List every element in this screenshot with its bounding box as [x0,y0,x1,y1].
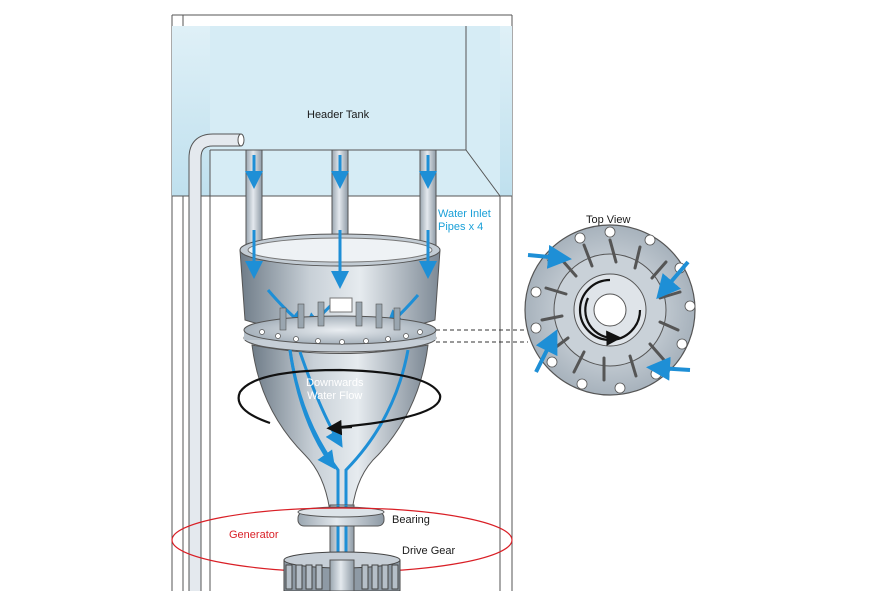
generator-label: Generator [229,529,279,541]
downwards-flow-label: Downwards Water Flow [306,377,363,403]
bearing [297,506,385,527]
header-tank-label: Header Tank [307,109,370,121]
rotation-arrow [237,368,442,436]
top-view-label: Top View [586,214,631,226]
turbine-disc [243,297,437,353]
water-inlet-label-line2: Pipes x 4 [438,221,484,233]
drive-gear [283,551,401,591]
top-view-connectors [436,329,528,343]
overflow-pipe [188,133,245,591]
drive-gear-label: Drive Gear [402,545,456,557]
downwards-flow-label-line2: Water Flow [307,390,363,402]
water-inlet-label-line1: Water Inlet [438,208,491,220]
water-inlet-label: Water Inlet Pipes x 4 [438,208,491,234]
downwards-flow-label-line1: Downwards [306,377,364,389]
bearing-label: Bearing [392,514,430,526]
top-view-disc [524,224,696,396]
